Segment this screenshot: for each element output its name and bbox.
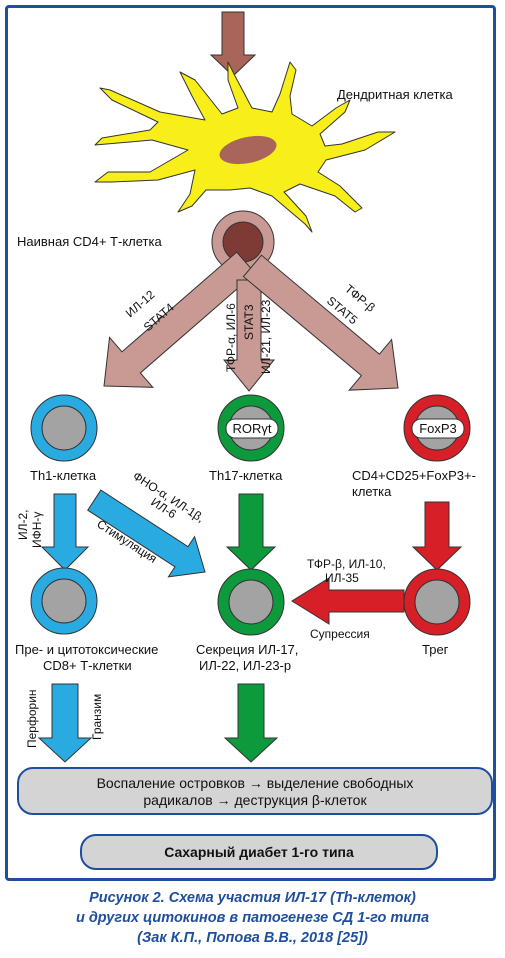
arrow-th17-label-1: ТФР-α, ИЛ-6 xyxy=(224,303,238,372)
treg-marker: FoxP3 xyxy=(419,421,457,436)
arrow-cd8-to-inflammation xyxy=(37,683,93,763)
inflammation-box: Воспаление островков → выделение свободн… xyxy=(17,767,493,815)
perforin-label: Перфорин xyxy=(25,689,39,748)
suppression-top-2: ИЛ-35 xyxy=(325,571,359,585)
input-arrow xyxy=(209,11,257,77)
caption-line-1: Рисунок 2. Схема участия ИЛ-17 (Th-клето… xyxy=(89,890,416,906)
treg-precursor-label-2: клетка xyxy=(352,484,392,499)
secretion-label-1: Секреция ИЛ-17, xyxy=(196,642,298,657)
dendritic-nucleus xyxy=(219,135,277,165)
arrow-th17-to-secretion xyxy=(225,493,277,571)
inflammation-line-1: Воспаление островков → выделение свободн… xyxy=(96,775,414,791)
arrow-th17-label-3: ИЛ-21, ИЛ-23 xyxy=(259,299,273,374)
dendritic-cell-label: Дендритная клетка xyxy=(337,87,453,102)
figure-caption: Рисунок 2. Схема участия ИЛ-17 (Th-клето… xyxy=(0,888,505,948)
cd8-cells-label-1: Пре- и цитотоксические xyxy=(15,642,158,657)
naive-cell-nucleus xyxy=(222,221,264,263)
arrow-suppression xyxy=(291,577,405,625)
th17-marker-box xyxy=(225,418,279,439)
treg-precursor-label-1: CD4+CD25+FoxP3+- xyxy=(352,468,476,483)
th17-effector-core xyxy=(228,579,274,625)
th17-cell-label: Th17-клетка xyxy=(209,468,283,483)
suppression-bottom: Супрессия xyxy=(310,627,370,641)
arrow-treg-differentiation xyxy=(242,254,399,391)
naive-cell-label: Наивная CD4+ Т-клетка xyxy=(17,234,162,249)
suppression-top-1: ТФР-β, ИЛ-10, xyxy=(307,557,386,571)
cd8-cells-label-2: CD8+ Т-клетки xyxy=(43,658,132,673)
treg-marker-box xyxy=(411,418,465,439)
th17-marker: RORγt xyxy=(233,421,272,436)
cd8-cell-core xyxy=(41,578,87,624)
arrow-precursor-to-treg xyxy=(411,501,463,571)
granzyme-label: Гранзим xyxy=(90,694,104,740)
arrow-secretion-to-inflammation xyxy=(223,683,279,763)
arrow-th1-differentiation xyxy=(103,251,256,388)
arrow-th1-down-label-1: ИЛ-2, xyxy=(16,509,30,540)
arrow-th1-down-label-2: ИФН-γ xyxy=(30,512,44,548)
arrow-th1-to-cd8 xyxy=(40,493,90,571)
arrow-th17-label-2: STAT3 xyxy=(242,304,256,340)
diabetes-box: Сахарный диабет 1-го типа xyxy=(80,834,438,870)
treg-cell-core xyxy=(414,579,460,625)
caption-line-2: и других цитокинов в патогенезе СД 1-го … xyxy=(75,910,430,926)
caption-line-3: (Зак К.П., Попова В.В., 2018 [25]) xyxy=(137,930,368,946)
arrow-th17-differentiation xyxy=(222,279,276,392)
inflammation-line-2: радикалов → деструкция β-клеток xyxy=(143,792,367,808)
arrow-stimulation xyxy=(87,489,206,578)
treg-label: Трег xyxy=(422,642,449,657)
secretion-label-2: ИЛ-22, ИЛ-23-р xyxy=(199,658,291,673)
figure-frame xyxy=(5,5,496,881)
th1-cell-core xyxy=(41,405,87,451)
th1-cell-label: Th1-клетка xyxy=(30,468,97,483)
